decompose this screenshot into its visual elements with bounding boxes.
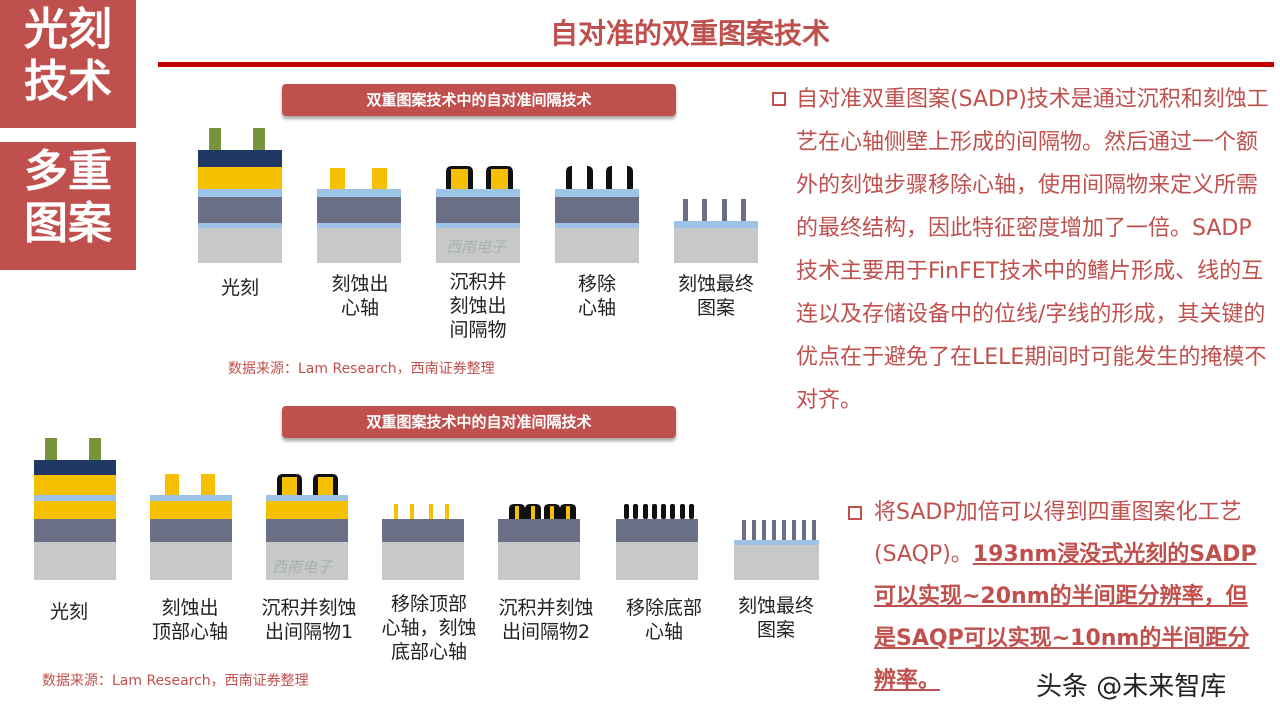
- watermark: 西南电子: [272, 558, 333, 576]
- caption-line: 顶部心轴: [151, 621, 228, 643]
- caption-line: 刻蚀最终: [737, 595, 814, 617]
- title-divider: [158, 62, 1274, 67]
- figure1-caption: 移除 心轴: [555, 272, 639, 320]
- caption-line: 间隔物: [449, 319, 507, 341]
- saqp-highlight-text: 193nm浸没式光刻的SADP可以实现~20nm的半间距分辨率，但是SAQP可以…: [874, 542, 1257, 693]
- saqp-step-spacer-2: [498, 504, 580, 580]
- sadp-process-diagram: [198, 128, 758, 263]
- sadp-description: 自对准双重图案(SADP)技术是通过沉积和刻蚀工艺在心轴侧壁上形成的间隔物。然后…: [772, 78, 1272, 422]
- figure2-caption: 沉积并刻蚀 出间隔物1: [250, 596, 368, 644]
- saqp-intro-text: 将SADP加倍可以得到四重图案化工艺 (SAQP)。: [874, 500, 1242, 567]
- figure1-source: 数据来源：Lam Research，西南证券整理: [228, 361, 495, 377]
- caption-line: 移除底部: [625, 597, 702, 619]
- saqp-step-final-pattern: [734, 520, 819, 580]
- page-title: 自对准的双重图案技术: [549, 17, 830, 50]
- square-bullet-icon: [772, 92, 786, 106]
- caption-line: 图案: [696, 297, 735, 319]
- caption-line: 沉积并刻蚀: [261, 597, 357, 619]
- sadp-step-lithography: [198, 128, 282, 263]
- watermark: 西南电子: [446, 238, 507, 256]
- caption-line: 图案: [756, 619, 795, 641]
- square-bullet-icon: [848, 506, 862, 520]
- caption-line: 移除: [577, 273, 616, 295]
- section-label-multipatterning: 多重 图案: [0, 142, 136, 270]
- caption-line: 心轴: [644, 621, 683, 643]
- figure2-caption: 刻蚀出 顶部心轴: [140, 596, 240, 644]
- caption-line: 沉积并刻蚀: [498, 597, 594, 619]
- figure2-caption: 光刻: [28, 600, 110, 624]
- section-label-line: 图案: [24, 198, 112, 249]
- sadp-step-etch-mandrel: [317, 168, 401, 263]
- figure1-caption: 沉积并 刻蚀出 间隔物: [436, 270, 520, 342]
- caption-line: 心轴，刻蚀: [381, 617, 477, 639]
- figure2-source: 数据来源：Lam Research，西南证券整理: [42, 673, 309, 689]
- caption-line: 刻蚀最终: [677, 273, 754, 295]
- figure1-caption: 刻蚀最终 图案: [664, 272, 768, 320]
- sadp-step-final-pattern: [674, 199, 758, 263]
- sadp-step-spacer: [436, 166, 520, 263]
- section-label-line: 多重: [24, 146, 112, 197]
- caption-line: 心轴: [577, 297, 616, 319]
- figure2-caption: 移除顶部 心轴，刻蚀 底部心轴: [372, 592, 486, 664]
- figure2-banner: 双重图案技术中的自对准间隔技术: [282, 406, 676, 438]
- saqp-step-spacer-1: [266, 474, 348, 580]
- figure2-caption: 沉积并刻蚀 出间隔物2: [486, 596, 606, 644]
- caption-line: 底部心轴: [390, 641, 467, 663]
- saqp-description-text: 将SADP加倍可以得到四重图案化工艺 (SAQP)。193nm浸没式光刻的SAD…: [874, 492, 1268, 702]
- caption-line: 心轴: [340, 297, 379, 319]
- caption-line: 刻蚀出: [331, 273, 389, 295]
- caption-line: 刻蚀出: [449, 295, 507, 317]
- figure2-caption: 刻蚀最终 图案: [724, 594, 828, 642]
- figure1-banner: 双重图案技术中的自对准间隔技术: [282, 84, 676, 116]
- saqp-step-etch-top-mandrel: [150, 474, 232, 580]
- caption-line: 沉积并: [449, 271, 507, 293]
- section-label-line: 光刻: [24, 4, 112, 55]
- section-label-lithography: 光刻 技术: [0, 0, 136, 128]
- saqp-description: 将SADP加倍可以得到四重图案化工艺 (SAQP)。193nm浸没式光刻的SAD…: [848, 492, 1268, 702]
- sadp-description-text: 自对准双重图案(SADP)技术是通过沉积和刻蚀工艺在心轴侧壁上形成的间隔物。然后…: [796, 87, 1269, 413]
- saqp-step-remove-bottom-mandrel: [616, 504, 698, 580]
- saqp-process-diagram: [34, 438, 819, 580]
- saqp-step-remove-top-mandrel: [382, 504, 464, 580]
- caption-line: 出间隔物1: [264, 621, 354, 643]
- figure1-caption: 光刻: [198, 276, 282, 300]
- sadp-step-remove-mandrel: [555, 166, 639, 263]
- figure2-caption: 移除底部 心轴: [614, 596, 714, 644]
- caption-line: 刻蚀出: [161, 597, 219, 619]
- figure1-caption: 刻蚀出 心轴: [318, 272, 402, 320]
- caption-line: 光刻: [220, 277, 259, 299]
- caption-line: 出间隔物2: [501, 621, 591, 643]
- section-label-line: 技术: [24, 56, 112, 107]
- caption-line: 移除顶部: [390, 593, 467, 615]
- caption-line: 光刻: [49, 601, 88, 623]
- saqp-step-lithography: [34, 438, 116, 580]
- source-watermark: 头条 @未来智库: [1030, 666, 1233, 703]
